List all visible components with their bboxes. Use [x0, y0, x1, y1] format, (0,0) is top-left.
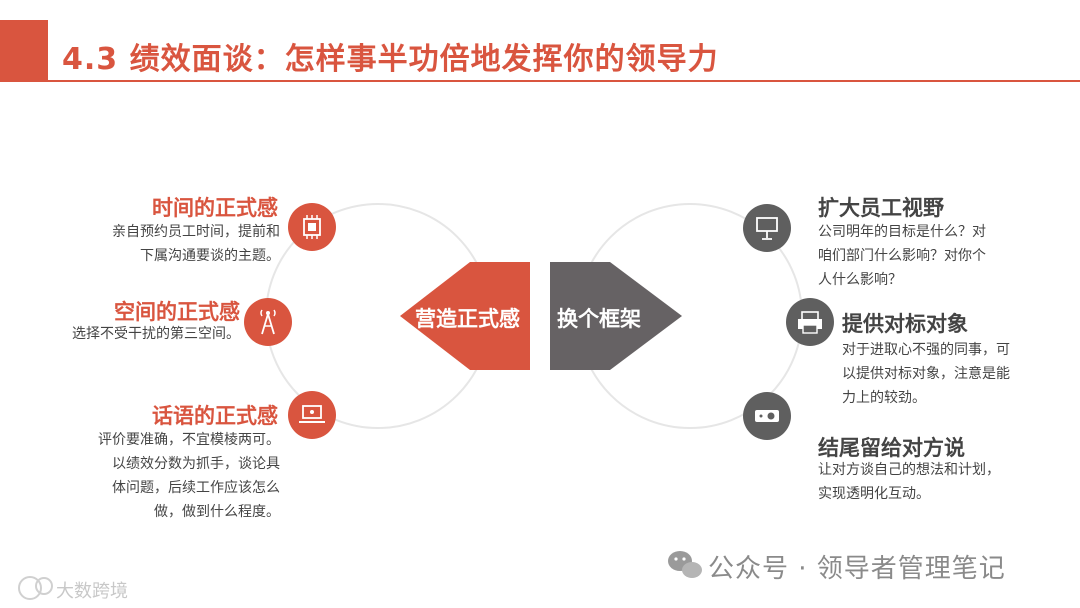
desc-line: 下属沟通要谈的主题。 — [140, 248, 280, 264]
left-center-label: 营造正式感 — [415, 307, 520, 331]
projector-icon — [743, 392, 791, 440]
header-accent-bar — [0, 20, 48, 82]
desc-line: 对于进取心不强的同事，可 — [842, 342, 1010, 358]
watermark-account: 公众号 · 领导者管理笔记 — [708, 554, 1006, 584]
desc-line: 人什么影响？ — [818, 272, 902, 288]
presentation-board-icon — [743, 204, 791, 252]
desc-line: 以绩效分数为抓手，谈论具 — [112, 456, 280, 472]
signal-tower-icon — [244, 298, 292, 346]
printer-icon — [786, 298, 834, 346]
left-item-3-desc: 评价要准确，不宜模棱两可。 以绩效分数为抓手，谈论具 体问题，后续工作应该怎么 … — [30, 428, 280, 524]
desc-line: 公司明年的目标是什么？对 — [818, 224, 986, 240]
desc-line: 以提供对标对象，注意是能 — [842, 366, 1010, 382]
desc-line: 力上的较劲。 — [842, 390, 926, 406]
left-item-3-title: 话语的正式感 — [152, 404, 278, 428]
desc-line: 评价要准确，不宜模棱两可。 — [98, 432, 280, 448]
corner-watermark: 大数跨境 — [56, 581, 128, 602]
right-arrow-shape — [550, 262, 682, 370]
corner-logo-icon — [18, 576, 53, 600]
left-item-2-title: 空间的正式感 — [114, 300, 240, 324]
right-item-2-title: 提供对标对象 — [842, 312, 968, 336]
header-divider — [48, 80, 1080, 82]
right-item-3-desc: 让对方谈自己的想法和计划， 实现透明化互动。 — [818, 458, 1068, 506]
right-item-1-desc: 公司明年的目标是什么？对 咱们部门什么影响？对你个 人什么影响？ — [818, 220, 1058, 292]
wechat-icon — [668, 551, 702, 578]
desc-line: 亲自预约员工时间，提前和 — [112, 224, 280, 240]
laptop-icon — [288, 391, 336, 439]
desc-line: 做，做到什么程度。 — [154, 504, 280, 520]
desc-line: 选择不受干扰的第三空间。 — [72, 326, 240, 342]
left-item-1-desc: 亲自预约员工时间，提前和 下属沟通要谈的主题。 — [40, 220, 280, 268]
right-item-2-desc: 对于进取心不强的同事，可 以提供对标对象，注意是能 力上的较劲。 — [842, 338, 1067, 410]
desc-line: 实现透明化互动。 — [818, 486, 930, 502]
chip-icon — [288, 203, 336, 251]
right-center-label: 换个框架 — [557, 307, 641, 331]
page-title: 4.3 绩效面谈：怎样事半功倍地发挥你的领导力 — [62, 42, 719, 77]
left-item-1-title: 时间的正式感 — [152, 196, 278, 220]
left-arrow-shape — [400, 262, 530, 370]
right-item-1-title: 扩大员工视野 — [818, 196, 944, 220]
left-item-2-desc: 选择不受干扰的第三空间。 — [20, 322, 240, 346]
right-item-3-title: 结尾留给对方说 — [818, 436, 965, 460]
desc-line: 让对方谈自己的想法和计划， — [818, 462, 1000, 478]
desc-line: 咱们部门什么影响？对你个 — [818, 248, 986, 264]
desc-line: 体问题，后续工作应该怎么 — [112, 480, 280, 496]
